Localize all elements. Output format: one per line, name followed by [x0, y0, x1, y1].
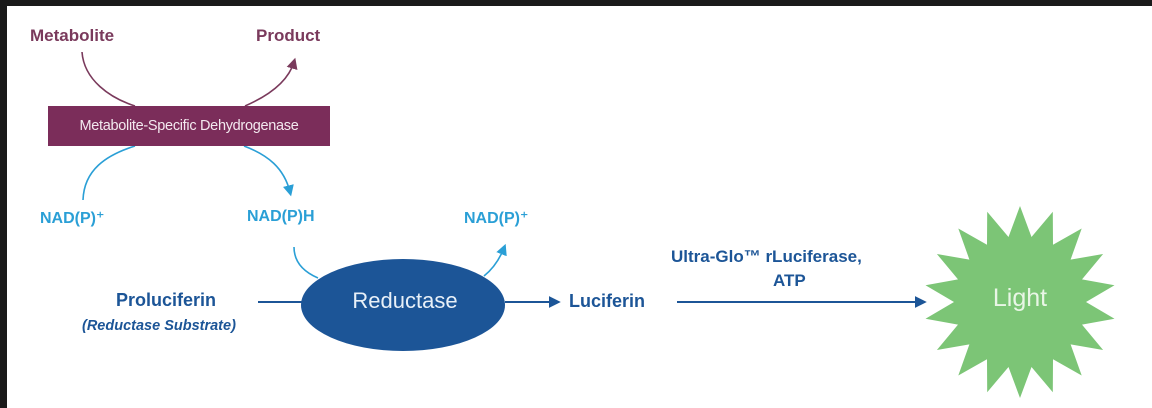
- nadph-to-reductase-arc: [293, 246, 319, 279]
- light-starburst: [925, 206, 1115, 398]
- reductase-to-nadp-arrow: [483, 243, 507, 277]
- dehydrogenase-label: Metabolite-Specific Dehydrogenase: [79, 118, 299, 134]
- nadp-to-enzyme-arc: [82, 145, 136, 201]
- enzyme-to-product-arrow: [244, 57, 298, 107]
- enzyme-to-nadph-arrow: [243, 145, 294, 197]
- reductase-substrate-note: (Reductase Substrate): [82, 318, 236, 334]
- nadp-right-label: NAD(P)⁺: [464, 210, 529, 227]
- proluciferin-label: Proluciferin: [116, 290, 217, 310]
- reductase-label: Reductase: [352, 288, 458, 313]
- luciferin-label: Luciferin: [569, 291, 646, 311]
- nadp-left-label: NAD(P)⁺: [40, 210, 105, 227]
- reductase-ellipse: [301, 259, 505, 351]
- reagent-label-line1: Ultra-Glo™ rLuciferase,: [671, 247, 862, 266]
- product-label: Product: [256, 26, 321, 45]
- nadph-label: NAD(P)H: [247, 208, 315, 225]
- reagent-label-line2: ATP: [773, 271, 806, 290]
- metabolite-label: Metabolite: [30, 26, 115, 45]
- light-label: Light: [992, 284, 1048, 312]
- metabolite-to-enzyme-arrow: [81, 51, 136, 107]
- dehydrogenase-box: Metabolite-Specific Dehydrogenase: [48, 106, 330, 146]
